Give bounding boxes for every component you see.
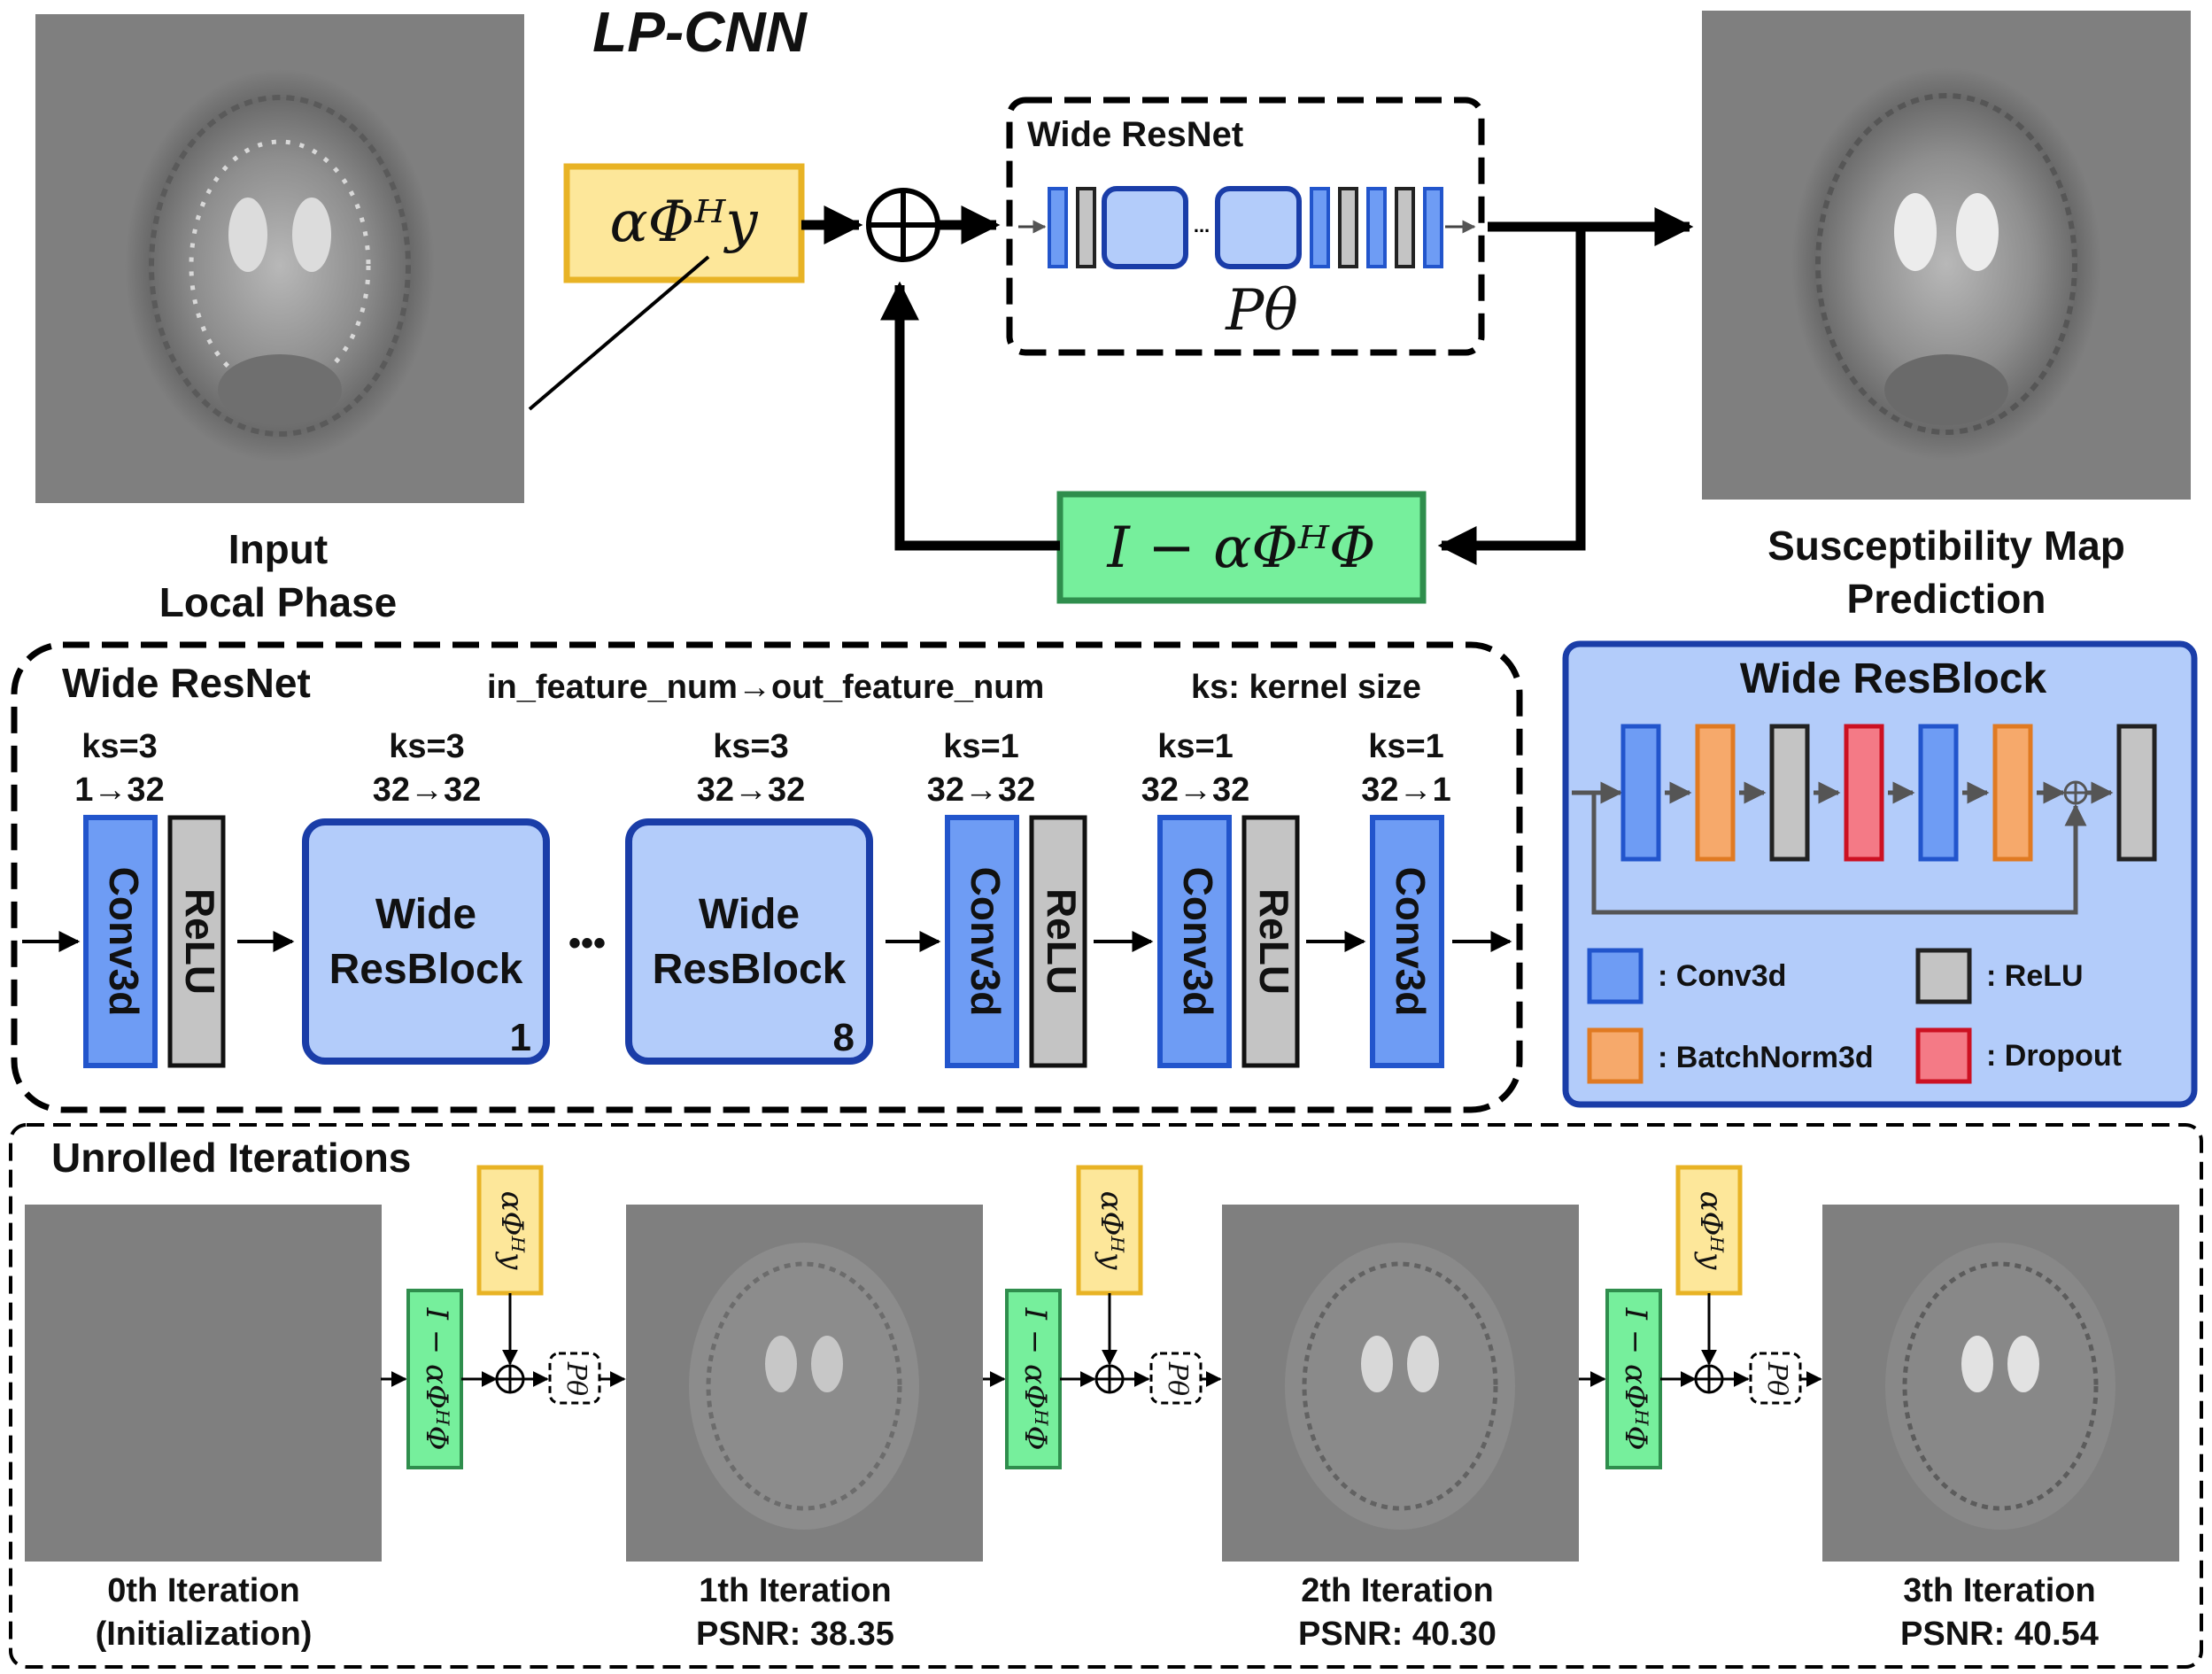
mini-network-layers: ... — [1018, 186, 1476, 269]
svg-text:αΦᴴy: αΦᴴy — [1693, 1191, 1729, 1271]
svg-text:Pθ: Pθ — [561, 1361, 592, 1396]
legend-batchnorm3d: : BatchNorm3d — [1587, 1027, 1874, 1084]
svg-text:ReLU: ReLU — [1039, 888, 1085, 995]
feedback-box — [1056, 491, 1427, 604]
column-annotations: ks=3 1→32 ks=3 32→32 ks=3 32→32 ks=1 32→… — [74, 728, 1450, 809]
conv3d-layer-4: Conv3d — [1370, 815, 1444, 1068]
svg-text:I − αΦᴴΦ: I − αΦᴴΦ — [1618, 1307, 1653, 1451]
svg-text:8: 8 — [833, 1016, 855, 1059]
ellipsis: ••• — [568, 924, 606, 963]
resblock-diagram — [1572, 724, 2157, 915]
col5-ks: ks=1 — [1157, 728, 1234, 765]
col5-feat: 32→32 — [1141, 771, 1250, 809]
iteration-3-caption-line2: PSNR: 40.54 — [1900, 1616, 2099, 1653]
input-local-phase-image — [35, 14, 524, 503]
output-caption-line1: Susceptibility Map — [1767, 523, 2125, 569]
iteration-2-caption-line1: 2th Iteration — [1301, 1572, 1493, 1609]
mini-wide-resnet-box — [1006, 97, 1485, 356]
svg-text:I − αΦᴴΦ: I − αΦᴴΦ — [1017, 1307, 1053, 1451]
feature-note: in_feature_num→out_feature_num — [487, 669, 1044, 706]
relu-layer-3: ReLU — [1241, 815, 1300, 1068]
unrolled-step-1: I − αΦᴴΦ αΦᴴy Pθ — [381, 1165, 626, 1469]
wide-resblock-8: Wide ResBlock 8 — [625, 818, 873, 1065]
unrolled-title: Unrolled Iterations — [51, 1135, 411, 1181]
svg-text:αΦᴴy: αΦᴴy — [494, 1191, 530, 1271]
svg-text:: Dropout: : Dropout — [1986, 1039, 2122, 1073]
wide-resnet-panel — [11, 641, 1523, 1113]
col6-ks: ks=1 — [1368, 728, 1444, 765]
wide-resblock-1: Wide ResBlock 1 — [302, 818, 550, 1065]
susceptibility-map-image — [1702, 11, 2191, 500]
iteration-3-caption-line1: 3th Iteration — [1903, 1572, 2095, 1609]
col1-feat: 1→32 — [74, 771, 164, 809]
legend-conv3d: : Conv3d — [1587, 948, 1786, 1004]
svg-text:: ReLU: : ReLU — [1986, 959, 2084, 993]
iteration-2-image — [1222, 1205, 1579, 1562]
sum-node — [866, 188, 940, 262]
iteration-3-image — [1822, 1205, 2179, 1562]
unrolled-panel — [9, 1123, 2203, 1669]
svg-text:1: 1 — [510, 1016, 531, 1059]
col3-feat: 32→32 — [697, 771, 806, 809]
svg-text:Conv3d: Conv3d — [101, 867, 147, 1017]
unrolled-step-3: I − αΦᴴΦ αΦᴴy Pθ — [1579, 1165, 1822, 1469]
iteration-2-caption-line2: PSNR: 40.30 — [1298, 1616, 1497, 1653]
iteration-0-caption-line1: 0th Iteration — [107, 1572, 299, 1609]
col4-ks: ks=1 — [943, 728, 1019, 765]
col6-feat: 32→1 — [1361, 771, 1450, 809]
svg-text:Pθ: Pθ — [1761, 1361, 1792, 1396]
svg-text:Conv3d: Conv3d — [963, 867, 1009, 1017]
iteration-1-caption-line1: 1th Iteration — [699, 1572, 891, 1609]
svg-text:Conv3d: Conv3d — [1388, 867, 1434, 1017]
col3-ks: ks=3 — [713, 728, 789, 765]
input-to-alpha-line — [528, 255, 710, 411]
diagram-title: LP-CNN — [592, 0, 808, 64]
iteration-0-caption-line2: (Initialization) — [96, 1616, 313, 1653]
wide-resblock-panel — [1562, 640, 2198, 1108]
svg-text:: BatchNorm3d: : BatchNorm3d — [1658, 1041, 1874, 1074]
col4-feat: 32→32 — [927, 771, 1036, 809]
conv3d-layer-1: Conv3d — [83, 815, 158, 1068]
svg-text:αΦᴴy: αΦᴴy — [1094, 1191, 1129, 1271]
svg-text:ReLU: ReLU — [1251, 888, 1297, 995]
alpha-phi-y-label: αΦᴴy — [610, 190, 759, 255]
svg-text:ResBlock: ResBlock — [653, 946, 847, 993]
iteration-0-image — [25, 1205, 382, 1562]
svg-text:I − αΦᴴΦ: I − αΦᴴΦ — [419, 1307, 454, 1451]
feedback-arrow-left — [880, 281, 1060, 551]
svg-text:ResBlock: ResBlock — [329, 946, 523, 993]
mini-wide-resnet-title: Wide ResNet — [1027, 115, 1243, 154]
svg-text:Conv3d: Conv3d — [1175, 867, 1221, 1017]
feedback-arrow-right — [1437, 227, 1586, 565]
output-caption-line2: Prediction — [1847, 576, 2046, 622]
feedback-box-label: I − αΦᴴΦ — [1107, 515, 1376, 581]
svg-text:...: ... — [1194, 214, 1210, 236]
svg-text:Pθ: Pθ — [1162, 1361, 1193, 1396]
svg-text:ReLU: ReLU — [177, 888, 223, 995]
wide-resnet-title: Wide ResNet — [62, 660, 311, 706]
svg-text:: Conv3d: : Conv3d — [1658, 959, 1786, 993]
svg-text:Wide: Wide — [699, 891, 800, 938]
conv3d-layer-3: Conv3d — [1157, 815, 1232, 1068]
iteration-1-image — [626, 1205, 983, 1562]
kernel-size-note: ks: kernel size — [1191, 669, 1421, 706]
input-caption-line1: Input — [228, 526, 328, 572]
conv3d-layer-2: Conv3d — [945, 815, 1019, 1068]
col2-ks: ks=3 — [389, 728, 465, 765]
relu-layer-1: ReLU — [167, 815, 226, 1068]
unrolled-step-2: I − αΦᴴΦ αΦᴴy Pθ — [983, 1165, 1222, 1469]
mini-net-p-theta: Pθ — [1225, 278, 1298, 344]
iteration-1-caption-line2: PSNR: 38.35 — [696, 1616, 894, 1653]
legend-dropout: : Dropout — [1915, 1027, 2122, 1084]
input-caption-line2: Local Phase — [159, 579, 397, 625]
col2-feat: 32→32 — [373, 771, 482, 809]
wide-resblock-title: Wide ResBlock — [1740, 655, 2047, 702]
relu-layer-2: ReLU — [1029, 815, 1087, 1068]
svg-text:Wide: Wide — [375, 891, 476, 938]
legend-relu: : ReLU — [1915, 948, 2084, 1004]
col1-ks: ks=3 — [81, 728, 158, 765]
